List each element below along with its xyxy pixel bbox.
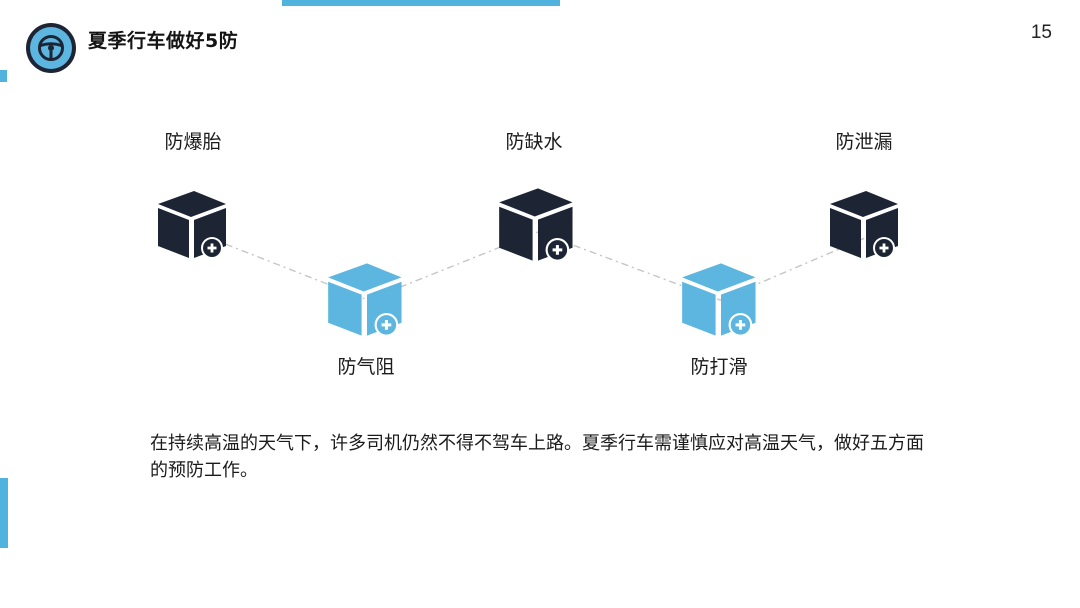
box-icon-1 [156, 188, 232, 260]
node-label-1: 防爆胎 [164, 131, 222, 153]
box-icon-5 [828, 188, 904, 260]
left-accent-mark [0, 70, 7, 82]
top-accent-bar [282, 0, 560, 6]
box-icon-2 [326, 260, 408, 338]
page-number: 15 [1030, 22, 1052, 43]
steering-wheel-icon [26, 23, 76, 73]
node-label-4: 防打滑 [690, 356, 748, 378]
page-title: 夏季行车做好5防 [88, 30, 239, 52]
node-label-3: 防缺水 [505, 131, 563, 153]
node-label-2: 防气阻 [337, 356, 395, 378]
left-accent-bar [0, 478, 8, 548]
node-label-5: 防泄漏 [835, 131, 893, 153]
description-text: 在持续高温的天气下，许多司机仍然不得不驾车上路。夏季行车需谨慎应对高温天气，做好… [150, 433, 924, 481]
box-icon-3 [497, 185, 579, 263]
box-icon-4 [680, 260, 762, 338]
